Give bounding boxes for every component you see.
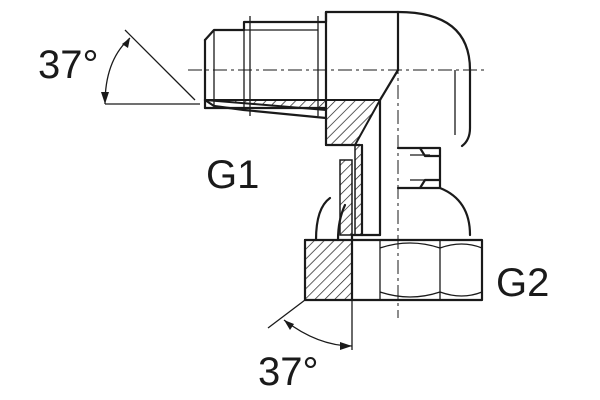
- neck-left-section: [339, 159, 353, 236]
- angle-label-top: 37°: [38, 43, 99, 87]
- bore-wall-section: [354, 144, 363, 236]
- elbow-body: [378, 10, 472, 148]
- angle-dimension-bottom: [267, 299, 353, 350]
- port-label-g2: G2: [496, 261, 549, 305]
- male-body-section: [204, 99, 382, 146]
- neck-section: [339, 146, 442, 236]
- angle-dimension-top: [101, 29, 200, 105]
- angle-label-bottom: 37°: [258, 350, 319, 394]
- nut-section: [304, 239, 353, 301]
- port-label-g1: G1: [206, 153, 259, 197]
- swivel-nut: [303, 186, 484, 302]
